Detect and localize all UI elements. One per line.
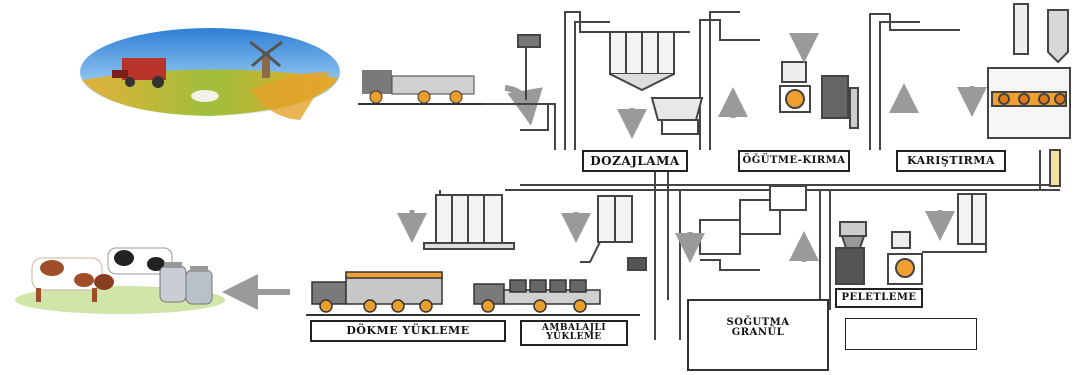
cooler-unit [675, 185, 819, 271]
ambalajli-yukleme-label: AMBALAJLI YÜKLEME [520, 320, 628, 346]
intake-hopper [482, 34, 549, 131]
bulk-loading-truck [311, 271, 443, 313]
ambalajli-line2: YÜKLEME [546, 332, 602, 342]
dairy-cows-illustration [15, 247, 225, 314]
bagged-loading-truck [473, 279, 601, 313]
finished-product-bins [397, 194, 647, 271]
grinding-machine [718, 33, 859, 129]
sogutma-line1: SOĞUTMA [726, 316, 790, 328]
ambalajli-line1: AMBALAJLI [541, 322, 607, 333]
sogutma-line2: GRANÜL [731, 327, 785, 338]
mixer-unit [889, 3, 1071, 187]
sogutma-granul-label: SOĞUTMA GRANÜL [706, 310, 810, 346]
peletleme-label: PELETLEME [835, 288, 923, 308]
dosing-silos [609, 31, 704, 139]
pellet-press [835, 193, 987, 285]
conveyor-pipes [439, 11, 1060, 340]
farm-harvest-illustration [80, 28, 340, 120]
intake-truck [358, 70, 482, 105]
karistirma-label: KARIŞTIRMA [896, 150, 1006, 172]
blank-label-box [845, 318, 977, 350]
dozajlama-label: DOZAJLAMA [582, 150, 688, 172]
ogutme-kirma-label: ÖĞÜTME-KIRMA [738, 150, 850, 172]
dokme-yukleme-label: DÖKME YÜKLEME [310, 320, 506, 342]
